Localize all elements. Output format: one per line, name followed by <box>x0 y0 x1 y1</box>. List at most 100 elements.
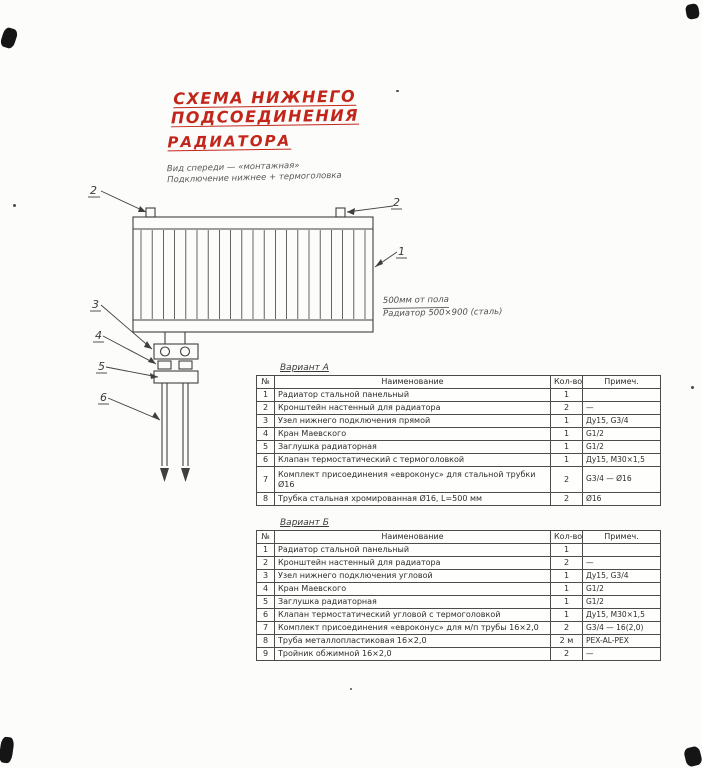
table-row: 6 Клапан термостатический угловой с терм… <box>256 608 661 622</box>
callout-3: 3 <box>92 298 99 311</box>
cell-qty: 2 <box>550 556 583 570</box>
table-header-row: № Наименование Кол-во Примеч. <box>256 530 661 544</box>
cell-num: 3 <box>256 569 275 583</box>
table-row: 1 Радиатор стальной панельный 1 <box>256 543 661 557</box>
cell-note: G3/4 — 16(2,0) <box>582 621 661 635</box>
spec-table-variant-a: Вариант А № Наименование Кол-во Примеч. … <box>256 363 661 506</box>
table-row: 4 Кран Маевского 1 G1/2 <box>256 582 661 596</box>
cell-note: G1/2 <box>582 427 661 441</box>
arrowheads <box>138 206 383 482</box>
cell-qty: 2 <box>550 647 583 661</box>
table-row: 5 Заглушка радиаторная 1 G1/2 <box>256 440 661 454</box>
cell-qty: 1 <box>550 388 583 402</box>
header-qty: Кол-во <box>550 375 583 389</box>
table-row: 2 Кронштейн настенный для радиатора 2 — <box>256 401 661 415</box>
cell-num: 7 <box>256 621 275 635</box>
cell-note: PEX-AL-PEX <box>582 634 661 648</box>
spec-b-title: Вариант Б <box>280 518 329 528</box>
cell-note: Ду15, G3/4 <box>582 569 661 583</box>
cell-qty: 1 <box>550 608 583 622</box>
cell-name: Заглушка радиаторная <box>274 595 551 609</box>
cell-note: G1/2 <box>582 582 661 596</box>
table-row: 5 Заглушка радиаторная 1 G1/2 <box>256 595 661 609</box>
callout-1: 1 <box>398 245 405 258</box>
cell-qty: 1 <box>550 582 583 596</box>
table-header-row: № Наименование Кол-во Примеч. <box>256 375 661 389</box>
cell-num: 4 <box>256 582 275 596</box>
cell-name: Заглушка радиаторная <box>274 440 551 454</box>
cell-qty: 2 м <box>550 634 583 648</box>
cell-note: Ду15, M30×1,5 <box>582 453 661 467</box>
table-row: 3 Узел нижнего подключения прямой 1 Ду15… <box>256 414 661 428</box>
cell-name: Кран Маевского <box>274 582 551 596</box>
callout-2-right: 2 <box>393 196 400 209</box>
cell-name: Радиатор стальной панельный <box>274 388 551 402</box>
table-row: 8 Труба металлопластиковая 16×2,0 2 м PE… <box>256 634 661 648</box>
cell-qty: 2 <box>550 492 583 506</box>
cell-qty: 1 <box>550 543 583 557</box>
cell-num: 8 <box>256 492 275 506</box>
radiator-body <box>132 216 374 333</box>
header-num: № <box>256 375 275 389</box>
table-row: 1 Радиатор стальной панельный 1 <box>256 388 661 402</box>
table-row: 2 Кронштейн настенный для радиатора 2 — <box>256 556 661 570</box>
table-row: 7 Комплект присоединения «евроконус» для… <box>256 466 661 493</box>
cell-num: 6 <box>256 608 275 622</box>
cell-qty: 2 <box>550 621 583 635</box>
cell-name: Тройник обжимной 16×2,0 <box>274 647 551 661</box>
cell-name: Комплект присоединения «евроконус» для с… <box>274 466 551 493</box>
cell-qty: 1 <box>550 414 583 428</box>
callout-5: 5 <box>98 360 105 373</box>
cell-note: Ду15, M30×1,5 <box>582 608 661 622</box>
cell-num: 4 <box>256 427 275 441</box>
cell-note <box>582 543 661 557</box>
cell-note: — <box>582 556 661 570</box>
scan-speck <box>13 204 16 207</box>
cell-name: Кронштейн настенный для радиатора <box>274 556 551 570</box>
cell-note: — <box>582 401 661 415</box>
cell-name: Клапан термостатический угловой с термог… <box>274 608 551 622</box>
cell-name: Узел нижнего подключения угловой <box>274 569 551 583</box>
cell-num: 2 <box>256 401 275 415</box>
cell-name: Кронштейн настенный для радиатора <box>274 401 551 415</box>
cell-qty: 1 <box>550 440 583 454</box>
cell-qty: 1 <box>550 453 583 467</box>
callout-2-left: 2 <box>90 184 97 197</box>
table-row: 8 Трубка стальная хромированная Ø16, L=5… <box>256 492 661 506</box>
cell-note: Ду15, G3/4 <box>582 414 661 428</box>
cell-note: G3/4 — Ø16 <box>582 466 661 493</box>
cell-note <box>582 388 661 402</box>
bracket-left <box>145 207 156 218</box>
cell-qty: 1 <box>550 595 583 609</box>
scan-speck <box>350 688 352 690</box>
scan-speck <box>396 90 399 92</box>
cell-name: Труба металлопластиковая 16×2,0 <box>274 634 551 648</box>
connection-pipes <box>161 383 189 466</box>
cell-name: Кран Маевского <box>274 427 551 441</box>
cell-name: Узел нижнего подключения прямой <box>274 414 551 428</box>
cell-qty: 1 <box>550 569 583 583</box>
header-note: Примеч. <box>582 375 661 389</box>
bottom-connection-unit <box>153 332 199 384</box>
spec-table-variant-b: Вариант Б № Наименование Кол-во Примеч. … <box>256 518 661 661</box>
cell-note: Ø16 <box>582 492 661 506</box>
radiator-fins <box>140 230 366 319</box>
cell-note: — <box>582 647 661 661</box>
spec-a-title: Вариант А <box>280 363 329 373</box>
table-row: 3 Узел нижнего подключения угловой 1 Ду1… <box>256 569 661 583</box>
header-name: Наименование <box>274 375 551 389</box>
cell-name: Трубка стальная хромированная Ø16, L=500… <box>274 492 551 506</box>
cell-qty: 2 <box>550 466 583 493</box>
cell-num: 6 <box>256 453 275 467</box>
header-note: Примеч. <box>582 530 661 544</box>
header-num: № <box>256 530 275 544</box>
cell-note: G1/2 <box>582 440 661 454</box>
header-qty: Кол-во <box>550 530 583 544</box>
header-name: Наименование <box>274 530 551 544</box>
cell-num: 9 <box>256 647 275 661</box>
table-row: 6 Клапан термостатический с термоголовко… <box>256 453 661 467</box>
table-row: 4 Кран Маевского 1 G1/2 <box>256 427 661 441</box>
cell-qty: 1 <box>550 427 583 441</box>
